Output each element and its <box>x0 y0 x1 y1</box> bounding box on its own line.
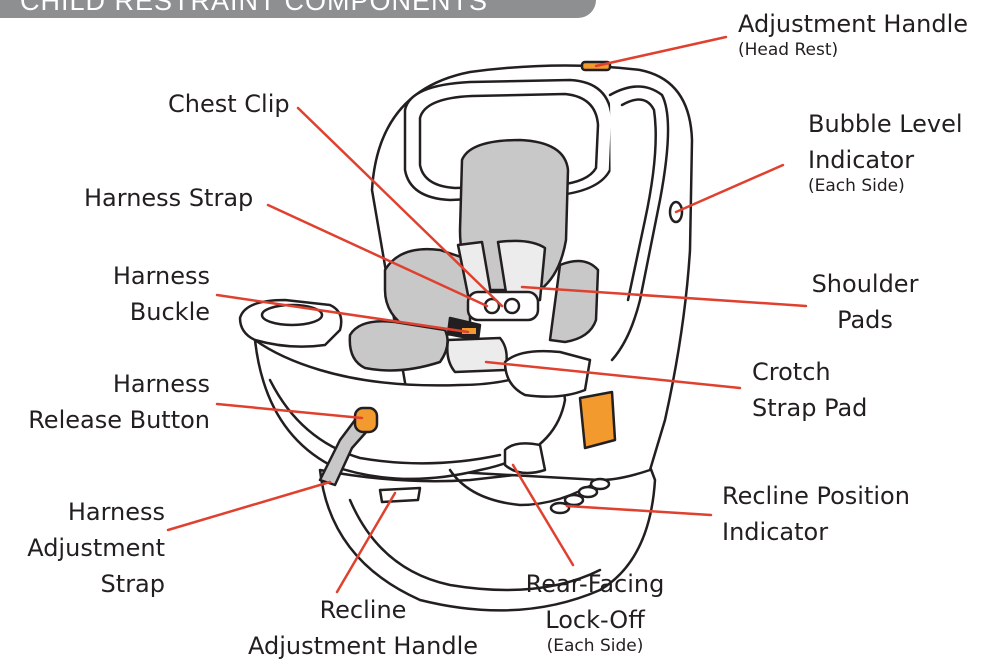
leader-harness-adjustment <box>168 482 330 530</box>
crotch-pad-shape <box>447 338 506 372</box>
label-recline-handle: Recline Adjustment Handle <box>228 598 498 658</box>
side-accent <box>580 392 615 448</box>
lock-off-shape <box>505 443 545 473</box>
label-shoulder-pads: Shoulder Pads <box>800 272 930 332</box>
right-armrest <box>505 351 590 397</box>
leader-adjustment-handle <box>596 37 726 66</box>
label-crotch-strap-pad: Crotch Strap Pad <box>752 360 867 420</box>
label-rear-facing: Rear-Facing Lock-Off (Each Side) <box>520 572 670 655</box>
label-bubble-level: Bubble Level Indicator (Each Side) <box>808 112 963 195</box>
label-harness-buckle: Harness Buckle <box>90 264 210 324</box>
label-harness-adjustment: Harness Adjustment Strap <box>20 500 165 596</box>
recline-handle-shape <box>380 488 420 502</box>
label-recline-position: Recline Position Indicator <box>722 484 910 544</box>
label-harness-release: Harness Release Button <box>10 372 210 432</box>
label-chest-clip: Chest Clip <box>168 92 290 116</box>
release-button-shape <box>355 408 377 432</box>
seat-pad <box>350 321 448 370</box>
label-harness-strap: Harness Strap <box>84 186 253 210</box>
car-seat-illustration <box>240 62 692 610</box>
label-adjustment-handle: Adjustment Handle (Head Rest) <box>738 12 968 59</box>
